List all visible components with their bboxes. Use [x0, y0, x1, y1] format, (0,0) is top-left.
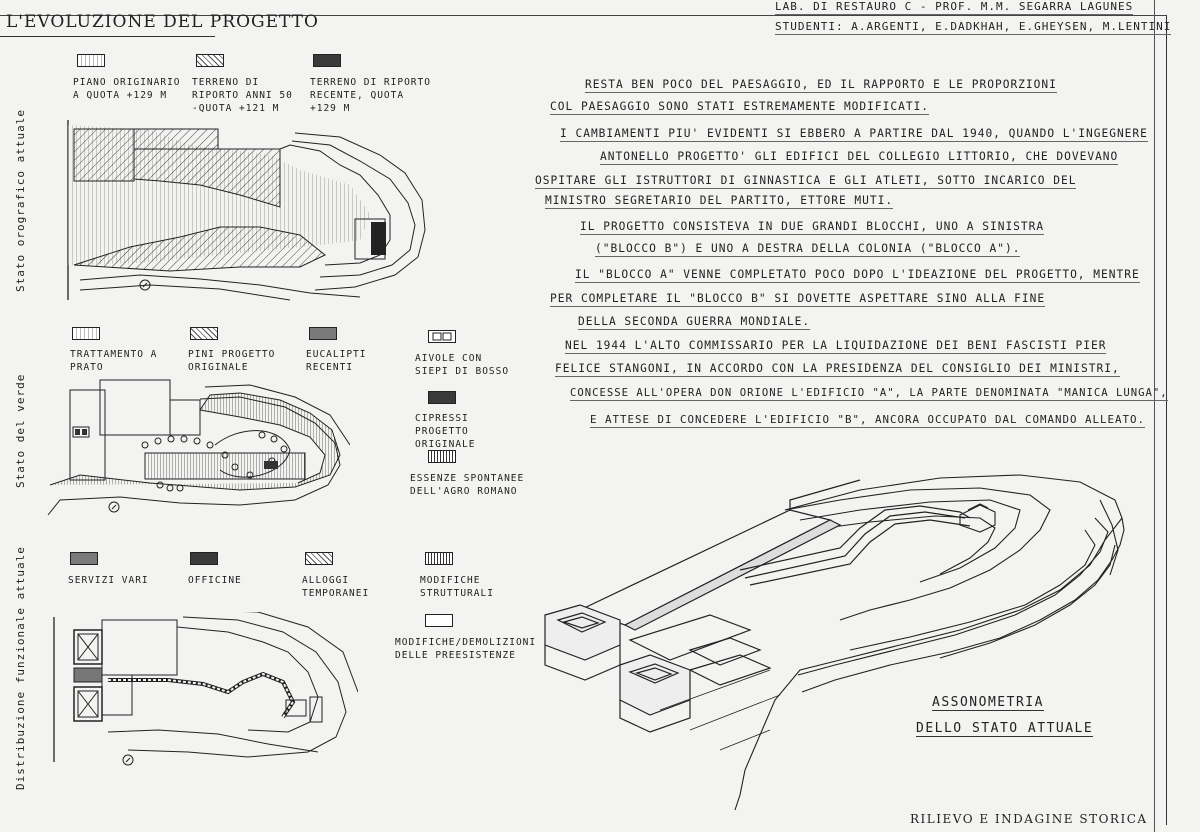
side-label-orografico: Stato orografico attuale — [14, 109, 27, 292]
legend-label-alloggi: Alloggi temporanei — [302, 575, 370, 599]
legend-swatch-demolizioni — [425, 614, 453, 627]
legend-label-piano-originario: Piano originario a quota +129 m — [73, 77, 181, 101]
header-course: Lab. di restauro C - Prof. M.M. Segarra … — [775, 0, 1134, 15]
frame-right-line — [1166, 15, 1167, 825]
legend-swatch-aiuole — [428, 330, 456, 343]
legend-label-essenze: Essenze spontanee dell'agro romano — [410, 473, 525, 497]
legend-label-officine: Officine — [188, 575, 242, 586]
legend-swatch-riporto-50 — [196, 54, 224, 67]
side-label-verde: Stato del verde — [14, 373, 27, 488]
desc-line-7: Il progetto consisteva in due grandi blo… — [580, 220, 1045, 235]
plan-verde — [47, 379, 350, 516]
legend-label-modifiche: Modifiche strutturali — [420, 575, 494, 599]
desc-line-8: ("blocco B") e uno a destra della coloni… — [595, 242, 1021, 257]
title-underline — [0, 36, 215, 37]
frame-top-line — [0, 15, 1166, 16]
side-label-funzionale: Distribuzione funzionale attuale — [14, 546, 27, 790]
desc-line-13: Felice Stangoni, in accordo con la presi… — [555, 362, 1120, 377]
legend-swatch-alloggi — [305, 552, 333, 565]
legend-label-cipressi: Cipressi progetto originale — [415, 413, 476, 450]
legend-label-eucalipti: Eucalipti recenti — [306, 349, 367, 373]
desc-line-6: ministro segretario del partito, Ettore … — [545, 194, 894, 209]
desc-line-12: Nel 1944 l'alto commissario per la liqui… — [565, 339, 1107, 354]
legend-label-aiuole: Aivole con siepi di bosso — [415, 353, 510, 377]
legend-label-demolizioni: Modifiche/demolizioni delle preesistenze — [395, 637, 537, 661]
desc-line-1: Resta ben poco del paesaggio, ed il rapp… — [585, 78, 1057, 93]
desc-line-10: per completare il "blocco B" si dovette … — [550, 292, 1046, 307]
desc-line-11: della seconda guerra mondiale. — [578, 315, 811, 330]
desc-line-5: ospitare gli istruttori di ginnastica e … — [535, 174, 1077, 189]
legend-swatch-cipressi — [428, 391, 456, 404]
desc-line-4: Antonello progetto' gli edifici del coll… — [600, 150, 1119, 165]
legend-swatch-piano-originario — [77, 54, 105, 67]
page-title: L'evoluzione del progetto — [6, 12, 319, 32]
legend-label-riporto-recente: Terreno di riporto recente, quota +129 m — [310, 77, 431, 114]
legend-label-pini: Pini progetto originale — [188, 349, 276, 373]
legend-label-prato: Trattamento a prato — [70, 349, 158, 373]
legend-swatch-eucalipti — [309, 327, 337, 340]
axon-title-line2: dello stato attuale — [916, 721, 1094, 737]
desc-line-14: concesse all'opera don Orione l'edificio… — [570, 387, 1168, 401]
desc-line-9: Il "blocco A" venne completato poco dopo… — [575, 268, 1140, 283]
legend-swatch-riporto-recente — [313, 54, 341, 67]
legend-swatch-essenze — [428, 450, 456, 463]
plan-orografico — [67, 120, 426, 301]
legend-swatch-modifiche — [425, 552, 453, 565]
axon-title-line1: Assonometria — [932, 695, 1044, 711]
footer-label: Rilievo e indagine storica — [910, 812, 1148, 826]
axonometric-drawing — [544, 474, 1125, 811]
legend-swatch-officine — [190, 552, 218, 565]
desc-line-3: I cambiamenti piu' evidenti si ebbero a … — [560, 127, 1148, 142]
frame-outer-line — [1154, 0, 1155, 832]
legend-swatch-servizi — [70, 552, 98, 565]
legend-swatch-pini — [190, 327, 218, 340]
legend-swatch-prato — [72, 327, 100, 340]
desc-line-15: e attese di concedere l'edificio "B", an… — [590, 413, 1146, 428]
legend-label-servizi: Servizi vari — [68, 575, 149, 586]
legend-label-riporto-50: Terreno di riporto anni 50 -quota +121 m — [192, 77, 293, 114]
desc-line-2: col paesaggio sono stati estremamente mo… — [550, 100, 930, 115]
header-students: Studenti: A.Argenti, E.Dadkhah, E.Gheyse… — [775, 20, 1172, 35]
plan-funzionale — [53, 612, 358, 766]
